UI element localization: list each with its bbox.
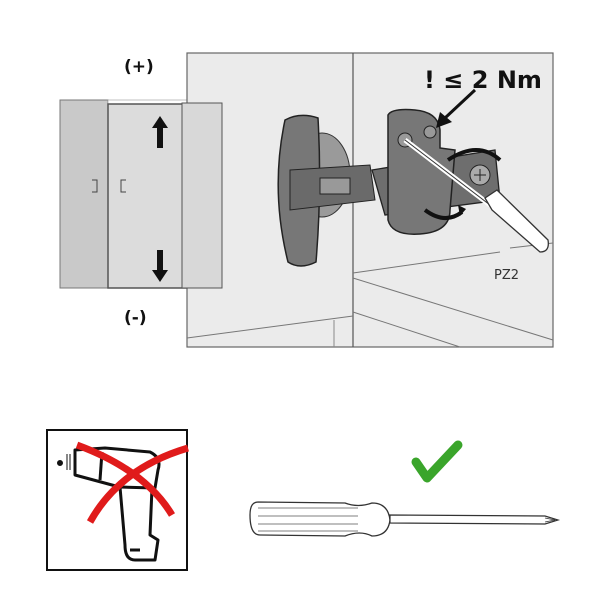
torque-arrow-icon: [436, 112, 452, 128]
bit-size-label: PZ2: [494, 268, 519, 283]
alignment-marks: [92, 179, 126, 193]
cabinet-side: [59, 99, 109, 289]
screwdriver-in-use: [484, 189, 549, 253]
green-check-icon: [411, 440, 463, 483]
adjustment-screw: [423, 125, 437, 139]
no-drill-warning: [46, 429, 189, 571]
torque-limit-label: ! ≤ 2 Nm: [424, 66, 542, 94]
screwdriver-allowed: [249, 440, 561, 537]
minus-label: (-): [124, 308, 147, 328]
rotate-arrow-icon: [446, 148, 502, 162]
plus-label: (+): [124, 57, 154, 77]
arrow-up-icon: [152, 116, 168, 148]
screwdriver-icon: [249, 501, 561, 537]
hinge-scene: ! ≤ 2 Nm PZ2: [181, 52, 554, 348]
arrow-down-icon: [152, 250, 168, 282]
